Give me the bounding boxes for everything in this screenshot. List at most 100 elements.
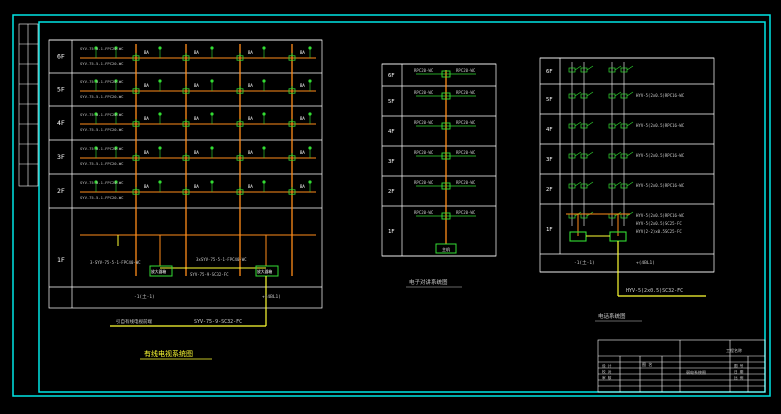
telephone-outlet-tail xyxy=(626,65,634,71)
tap-label: BA xyxy=(194,50,199,55)
outlet-symbol xyxy=(114,46,118,50)
tap-device xyxy=(132,86,140,94)
amp-box-right-label: 放大器箱 xyxy=(257,269,272,274)
tap-label: BA xyxy=(248,83,253,88)
intercom-host-label: 主机 xyxy=(442,246,450,252)
tap-label: BA xyxy=(248,184,253,189)
intercom-cable-left: RPC20-WC xyxy=(414,150,434,155)
title-block-cell: 日 期 xyxy=(734,369,744,374)
tap-device xyxy=(236,187,244,195)
binding-strip xyxy=(18,23,39,187)
floor-label: 4F xyxy=(57,119,65,127)
row-cable-label: SYV-75-5-1-FPC20-WC xyxy=(80,46,123,51)
outlet-symbol xyxy=(210,146,214,150)
tap-label: BA xyxy=(300,116,305,121)
outlet-symbol xyxy=(158,146,162,150)
sheet-frame xyxy=(12,14,771,397)
tap-device xyxy=(236,153,244,161)
telephone-outlet-tail xyxy=(614,65,622,71)
telephone-outlet-tail xyxy=(586,181,594,187)
intercom-cable-left: RPC20-WC xyxy=(414,90,434,95)
title-block-cell: 比 例 xyxy=(734,375,744,380)
outlet-symbol xyxy=(262,46,266,50)
catv-title: 有线电视系统图 xyxy=(144,349,193,358)
tap-device xyxy=(288,86,296,94)
telephone-devices xyxy=(566,62,706,297)
tap-label: BA xyxy=(144,150,149,155)
title-block-drawing-title: 弱电系统图 xyxy=(686,369,706,375)
title-block-cell: 校 对 xyxy=(602,369,612,374)
outlet-symbol xyxy=(210,180,214,184)
telephone-footer-left: -1(土-1) xyxy=(574,259,595,266)
tap-label: BA xyxy=(144,50,149,55)
floor-label: 2F xyxy=(388,189,395,195)
intercom-host-box xyxy=(435,243,457,254)
outlet-symbol xyxy=(308,146,312,150)
floor-label: 5F xyxy=(57,86,65,94)
tap-label: BA xyxy=(300,184,305,189)
telephone-outlet-tail xyxy=(586,121,594,127)
floor-label: 3F xyxy=(57,153,65,161)
catv-incoming-label: 引自有线电视前端 xyxy=(116,318,152,325)
title-block: 工程名称 图 名 弱电系统图 设 计校 对审 核图 号日 期比 例 xyxy=(597,339,766,393)
outlet-symbol xyxy=(158,46,162,50)
telephone-ground-label-a: HYV-5(2x0.5)SC25-FC xyxy=(636,221,682,226)
tap-label: BA xyxy=(144,83,149,88)
title-block-drawing-name: 图 名 xyxy=(642,361,652,367)
outlet-symbol xyxy=(308,79,312,83)
amp-box-left-label: 放大器箱 xyxy=(151,269,166,274)
telephone-outer-box xyxy=(539,57,715,273)
outlet-symbol xyxy=(94,146,98,150)
outlet-symbol xyxy=(308,112,312,116)
outlet-symbol xyxy=(262,146,266,150)
tap-label: BA xyxy=(300,50,305,55)
floor-label: 6F xyxy=(388,73,395,79)
telephone-cable-label: HYV-5(2x0.5)RPC16-WC xyxy=(636,123,685,128)
outlet-symbol xyxy=(262,112,266,116)
outlet-symbol xyxy=(114,112,118,116)
catv-footer-right: +(4BL1) xyxy=(262,294,281,300)
intercom-title: 电子对讲系统图 xyxy=(409,278,448,286)
row-cable-label-b: SYV-75-5-1-FPC20-WC xyxy=(80,161,123,166)
outlet-symbol xyxy=(158,79,162,83)
title-block-cell: 设 计 xyxy=(602,363,612,368)
intercom-cable-right: RPC20-WC xyxy=(456,120,476,125)
tap-device xyxy=(288,53,296,61)
telephone-outlet-tail xyxy=(614,181,622,187)
tap-device xyxy=(288,119,296,127)
tap-device xyxy=(182,187,190,195)
telephone-outlet-tail xyxy=(574,151,582,157)
telephone-outlet-tail xyxy=(614,151,622,157)
tap-label: BA xyxy=(248,116,253,121)
telephone-outlet-tail xyxy=(614,121,622,127)
telephone-outlet-tail xyxy=(626,121,634,127)
row-cable-label: SYV-75-5-1-FPC20-WC xyxy=(80,180,123,185)
tap-label: BA xyxy=(300,83,305,88)
tap-label: BA xyxy=(194,150,199,155)
amp-box-right xyxy=(255,265,279,277)
intercom-cable-left: RPC20-WC xyxy=(414,68,434,73)
telephone-outlet-tail xyxy=(626,151,634,157)
tap-device xyxy=(132,119,140,127)
telephone-grid xyxy=(539,57,715,273)
telephone-cable-label: HYV-5(2x0.5)RPC16-WC xyxy=(636,183,685,188)
telephone-ground-label-b: HYV(2-2)x0.5SC25-FC xyxy=(636,229,682,234)
tap-label: BA xyxy=(144,184,149,189)
telephone-outlet-tail xyxy=(586,65,594,71)
telephone-outlet-tail xyxy=(574,65,582,71)
tap-label: BA xyxy=(144,116,149,121)
intercom-grid xyxy=(381,63,497,257)
tap-device xyxy=(132,153,140,161)
tap-device xyxy=(182,119,190,127)
outlet-symbol xyxy=(210,79,214,83)
tap-device xyxy=(288,153,296,161)
intercom-cable-left: RPC20-WC xyxy=(414,180,434,185)
tap-label: BA xyxy=(194,184,199,189)
floor-label: 4F xyxy=(546,127,553,133)
telephone-cable-label: HYV-5(2x0.5)RPC16-WC xyxy=(636,153,685,158)
title-block-project: 工程名称 xyxy=(726,347,742,353)
tap-label: BA xyxy=(248,150,253,155)
